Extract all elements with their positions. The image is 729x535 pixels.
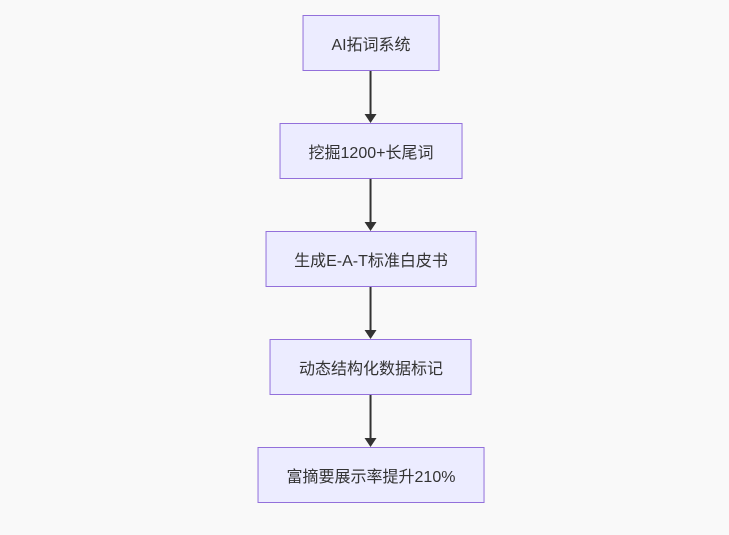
flowchart: AI拓词系统 挖掘1200+长尾词 生成E-A-T标准白皮书 动态结构化数据标记… [257, 15, 485, 503]
flow-node-longtail-mining: 挖掘1200+长尾词 [279, 123, 463, 179]
flow-node-structured-data: 动态结构化数据标记 [269, 339, 472, 395]
down-arrow-icon [370, 179, 372, 223]
down-arrow-icon [370, 395, 372, 439]
flow-node-ai-keyword-system: AI拓词系统 [302, 15, 440, 71]
down-arrow-icon [370, 71, 372, 115]
flow-node-rich-snippet-result: 富摘要展示率提升210% [257, 447, 485, 503]
flow-node-eat-whitepaper: 生成E-A-T标准白皮书 [265, 231, 477, 287]
down-arrow-icon [370, 287, 372, 331]
